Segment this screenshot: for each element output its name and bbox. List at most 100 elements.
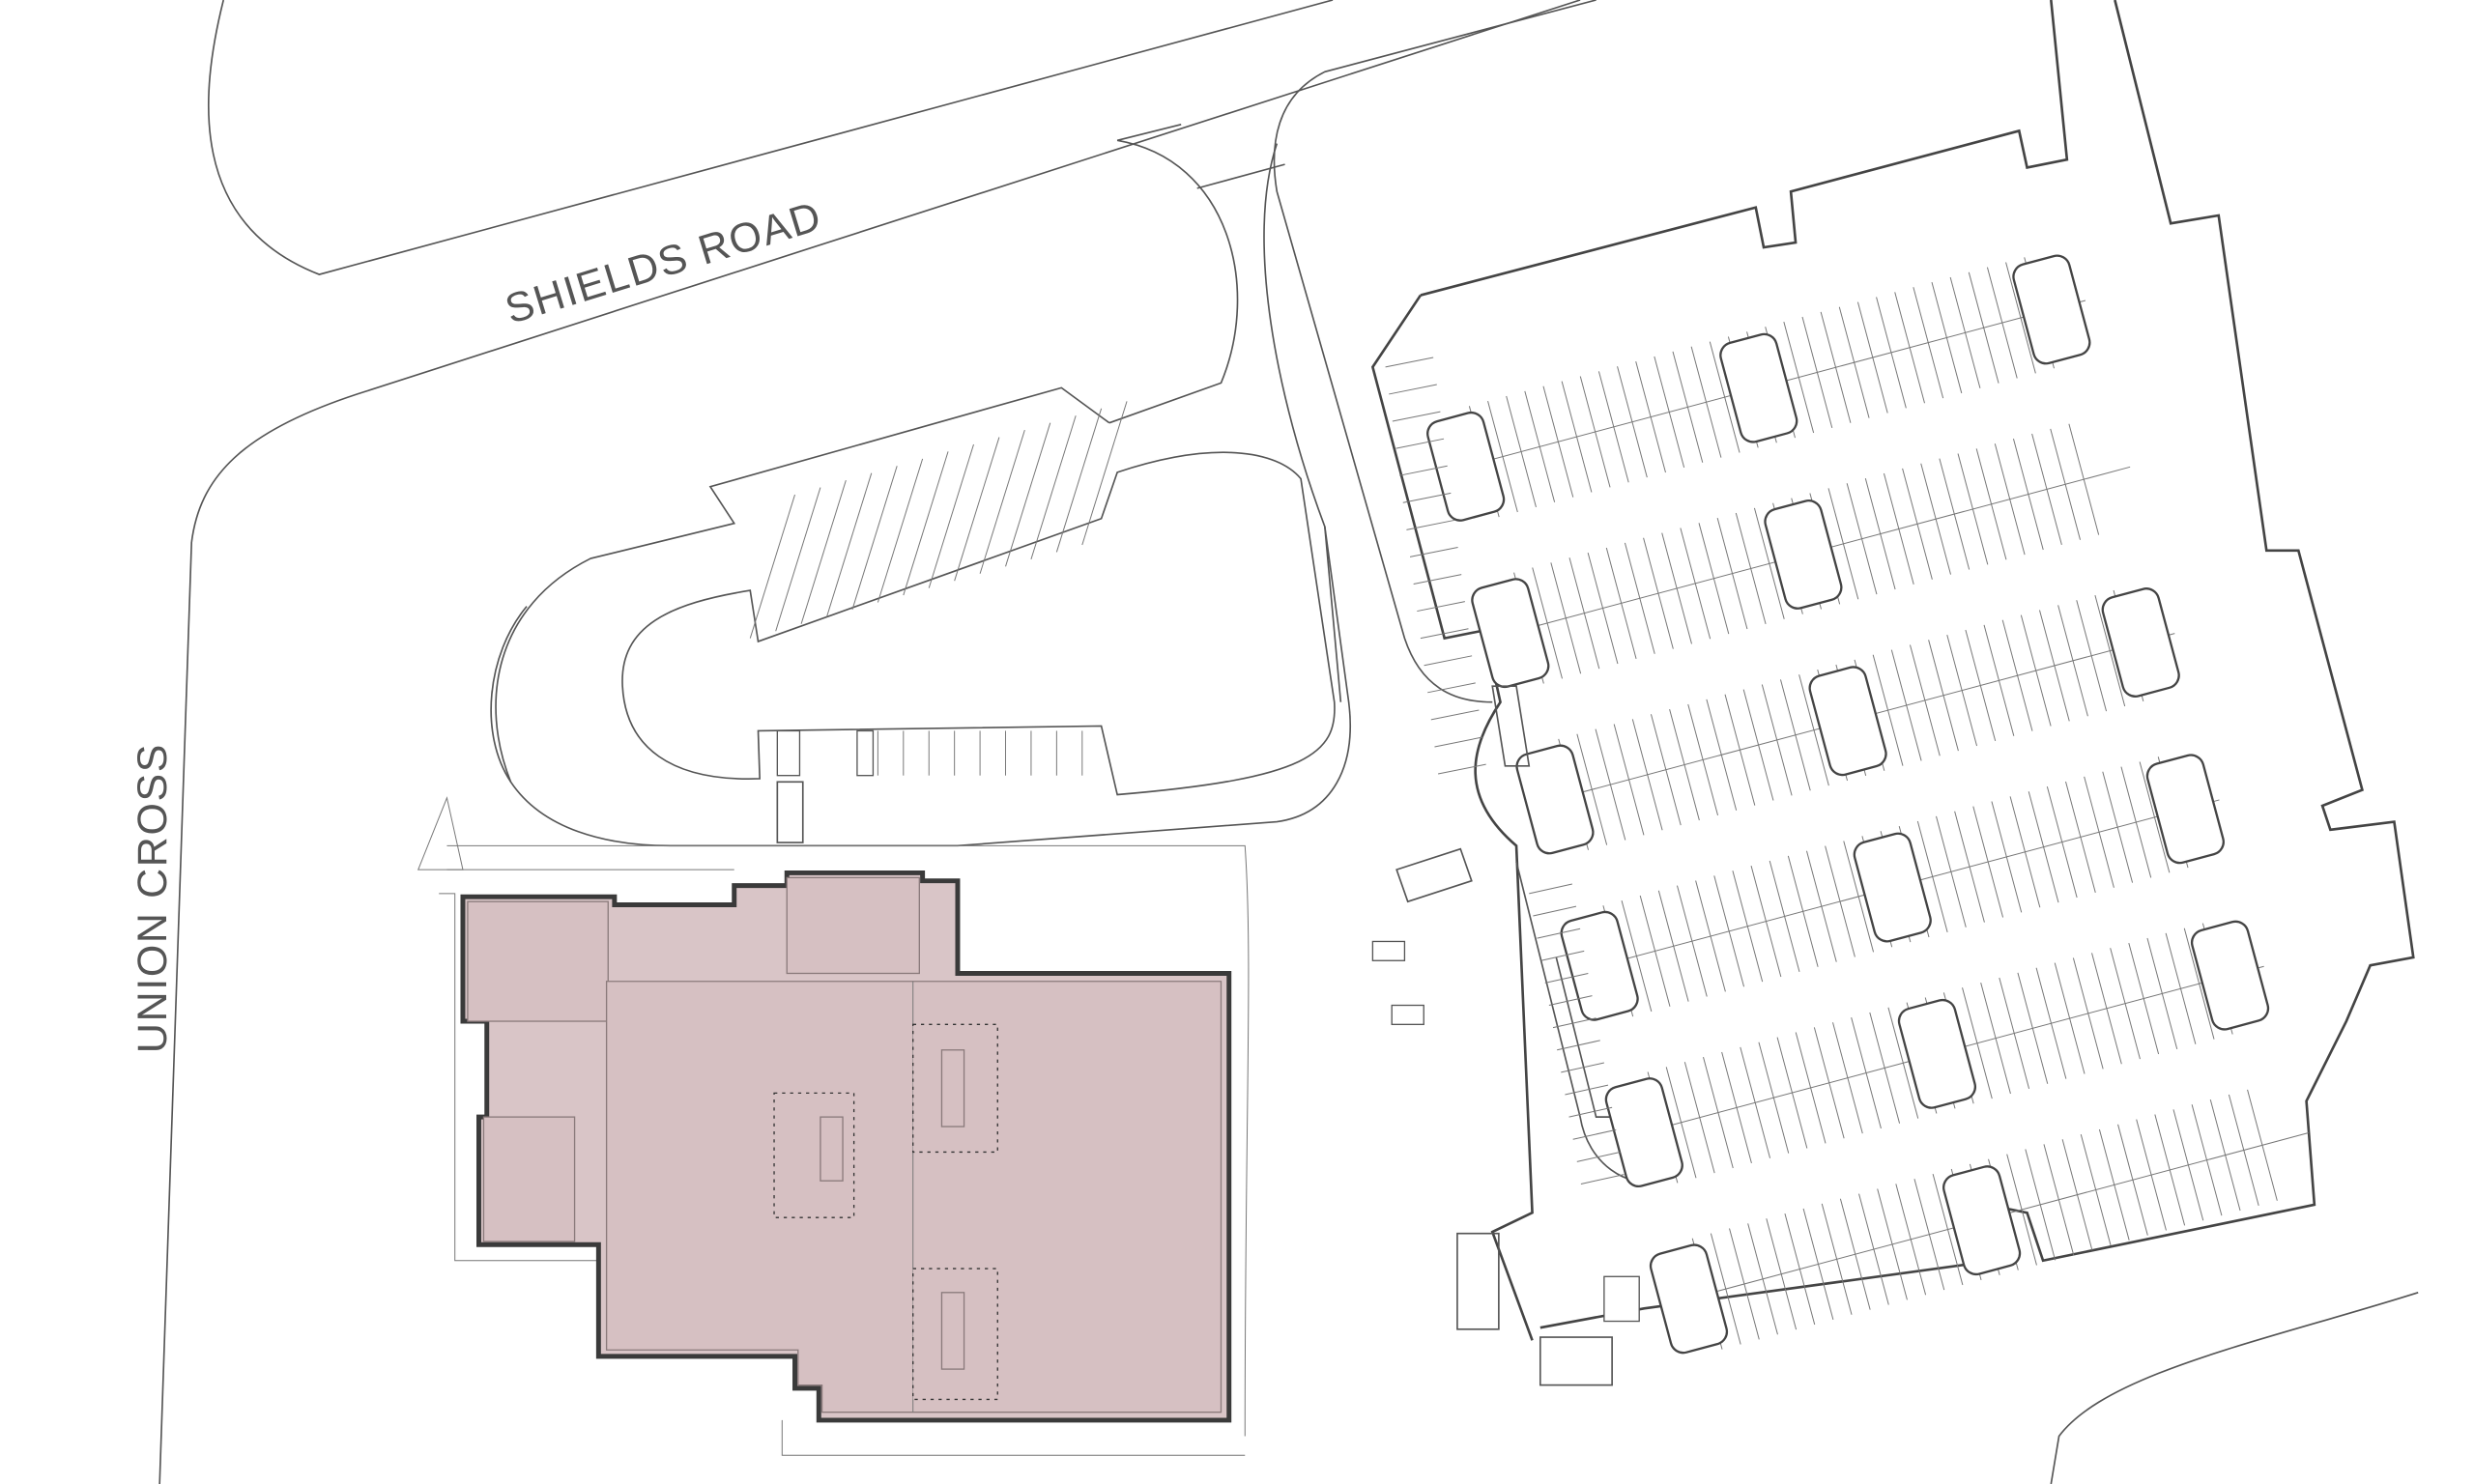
parking-stall-line <box>1565 1084 1609 1096</box>
parking-stall-line <box>1813 1027 1845 1139</box>
front-parking-loop <box>490 386 1351 847</box>
parking-stall-line <box>1399 465 1448 476</box>
landscape-island <box>1719 332 1798 443</box>
landscape-island <box>2145 754 2225 865</box>
parking-stall-line <box>1576 733 1608 845</box>
parking-stall-line <box>979 429 1025 574</box>
parking-stall-line <box>1665 1067 1697 1179</box>
parking-stall-line <box>1579 376 1611 488</box>
parking-stall-line <box>1617 366 1648 478</box>
parking-stall-line <box>1735 512 1767 625</box>
parking-stall-line <box>1902 468 1933 580</box>
parking-stall-line <box>1540 950 1585 961</box>
parking-stall-line <box>1695 880 1726 992</box>
parking-stall-line <box>1894 292 1925 404</box>
parking-stall-line <box>1635 361 1666 473</box>
parking-stall-line <box>1909 644 1941 756</box>
parking-stall-line <box>928 443 974 588</box>
parking-stall-line <box>1417 601 1465 613</box>
parking-stall-line <box>1406 519 1455 530</box>
parking-rows <box>1385 254 2309 1355</box>
parking-stall-line <box>2120 766 2152 878</box>
parking-stall-line <box>800 479 847 624</box>
landscape-island <box>1471 578 1550 689</box>
parking-stall-line <box>1572 1128 1617 1140</box>
parking-stall-line <box>1424 655 1473 667</box>
parking-stall-line <box>1005 422 1051 567</box>
shields-road-label: SHIELDS ROAD <box>500 193 827 333</box>
parking-stall-line <box>1561 1062 1604 1073</box>
plaza-walkway <box>417 796 1250 1456</box>
parking-stall-line <box>1732 870 1764 983</box>
parking-stall-line <box>2117 1124 2148 1236</box>
parking-stall-line <box>2050 428 2082 540</box>
parking-stall-line <box>1962 987 1993 1099</box>
landscape-island <box>2190 920 2270 1031</box>
parking-stall-line <box>1613 724 1645 836</box>
parking-stall-line <box>1687 703 1719 815</box>
front-stalls-top <box>749 401 1128 639</box>
parking-stall-line <box>1721 1051 1752 1163</box>
parking-stall-line <box>1672 351 1704 463</box>
parking-stall-line <box>1913 1179 1945 1291</box>
parking-stall-line <box>1932 1173 1964 1286</box>
parking-stall-line <box>1991 801 2023 913</box>
parking-stall-line <box>2084 776 2114 888</box>
parking-stall-line <box>1740 1046 1771 1158</box>
parking-stall-line <box>1954 811 1985 923</box>
parking-stall-line <box>1864 478 1896 590</box>
parking-stall-line <box>1949 276 1981 388</box>
parking-stall-line <box>1568 1106 1613 1118</box>
parking-stall-line <box>2043 1144 2075 1256</box>
parking-stall-line <box>1661 532 1692 644</box>
parking-stall-line <box>1869 1012 1901 1124</box>
parking-stall-line <box>1506 395 1537 508</box>
parking-stall-line <box>2183 928 2215 1040</box>
parking-stall-line <box>2020 614 2052 727</box>
parking-stall-line <box>1983 624 2015 736</box>
parking-grid <box>1426 254 2309 1355</box>
parking-stall-line <box>1580 1174 1625 1184</box>
landscape-island <box>1560 910 1639 1021</box>
parking-stall-line <box>2057 605 2088 717</box>
parking-stall-line <box>1716 518 1748 630</box>
parking-stall-line <box>1677 885 1708 997</box>
parking-stall-line <box>1825 845 1856 957</box>
parking-stall-line <box>2006 1154 2037 1266</box>
parking-stall-line <box>1820 311 1852 423</box>
building-footprint <box>460 870 1232 1423</box>
parking-stall-line <box>1544 973 1589 984</box>
crosswalk <box>1395 685 1531 903</box>
parking-stall-line <box>1795 1032 1827 1144</box>
parking-stall-line <box>1533 905 1577 917</box>
landscape-island <box>1604 1077 1683 1187</box>
entry-drive <box>1108 0 1597 703</box>
parking-stall-line <box>2209 1099 2241 1212</box>
parking-stall-line <box>1631 719 1663 831</box>
parking-stall-line <box>1669 709 1700 821</box>
parking-stall-line <box>1597 371 1629 483</box>
parking-stall-line <box>2094 595 2126 707</box>
parking-stall-line <box>1561 381 1593 493</box>
parking-stall-line <box>1487 401 1518 513</box>
parking-stall-line <box>1532 567 1563 679</box>
parking-stall-line <box>1999 977 2030 1090</box>
parking-stall-line <box>2025 1149 2057 1261</box>
parking-stall-line <box>1639 895 1671 1007</box>
parking-stall-line <box>2128 943 2160 1055</box>
parking-stall-line <box>2247 1089 2278 1201</box>
parking-stall-line <box>2072 957 2104 1070</box>
parking-stall-line <box>2031 433 2062 545</box>
landscape-island <box>1942 1165 2022 1276</box>
parking-stall-line <box>1827 488 1859 600</box>
parking-stall-line <box>2228 1094 2259 1207</box>
parking-stall-line <box>1753 507 1785 619</box>
parking-stall-line <box>1931 281 1963 394</box>
parking-stall-line <box>1657 890 1689 1002</box>
parking-stall-line <box>1968 271 1999 384</box>
parking-stall-line <box>1742 689 1774 801</box>
parking-stall-line <box>1750 866 1782 978</box>
parking-stall-line <box>1957 453 1989 565</box>
parking-stall-line <box>1434 736 1483 748</box>
parking-stall-line <box>1776 1037 1808 1149</box>
